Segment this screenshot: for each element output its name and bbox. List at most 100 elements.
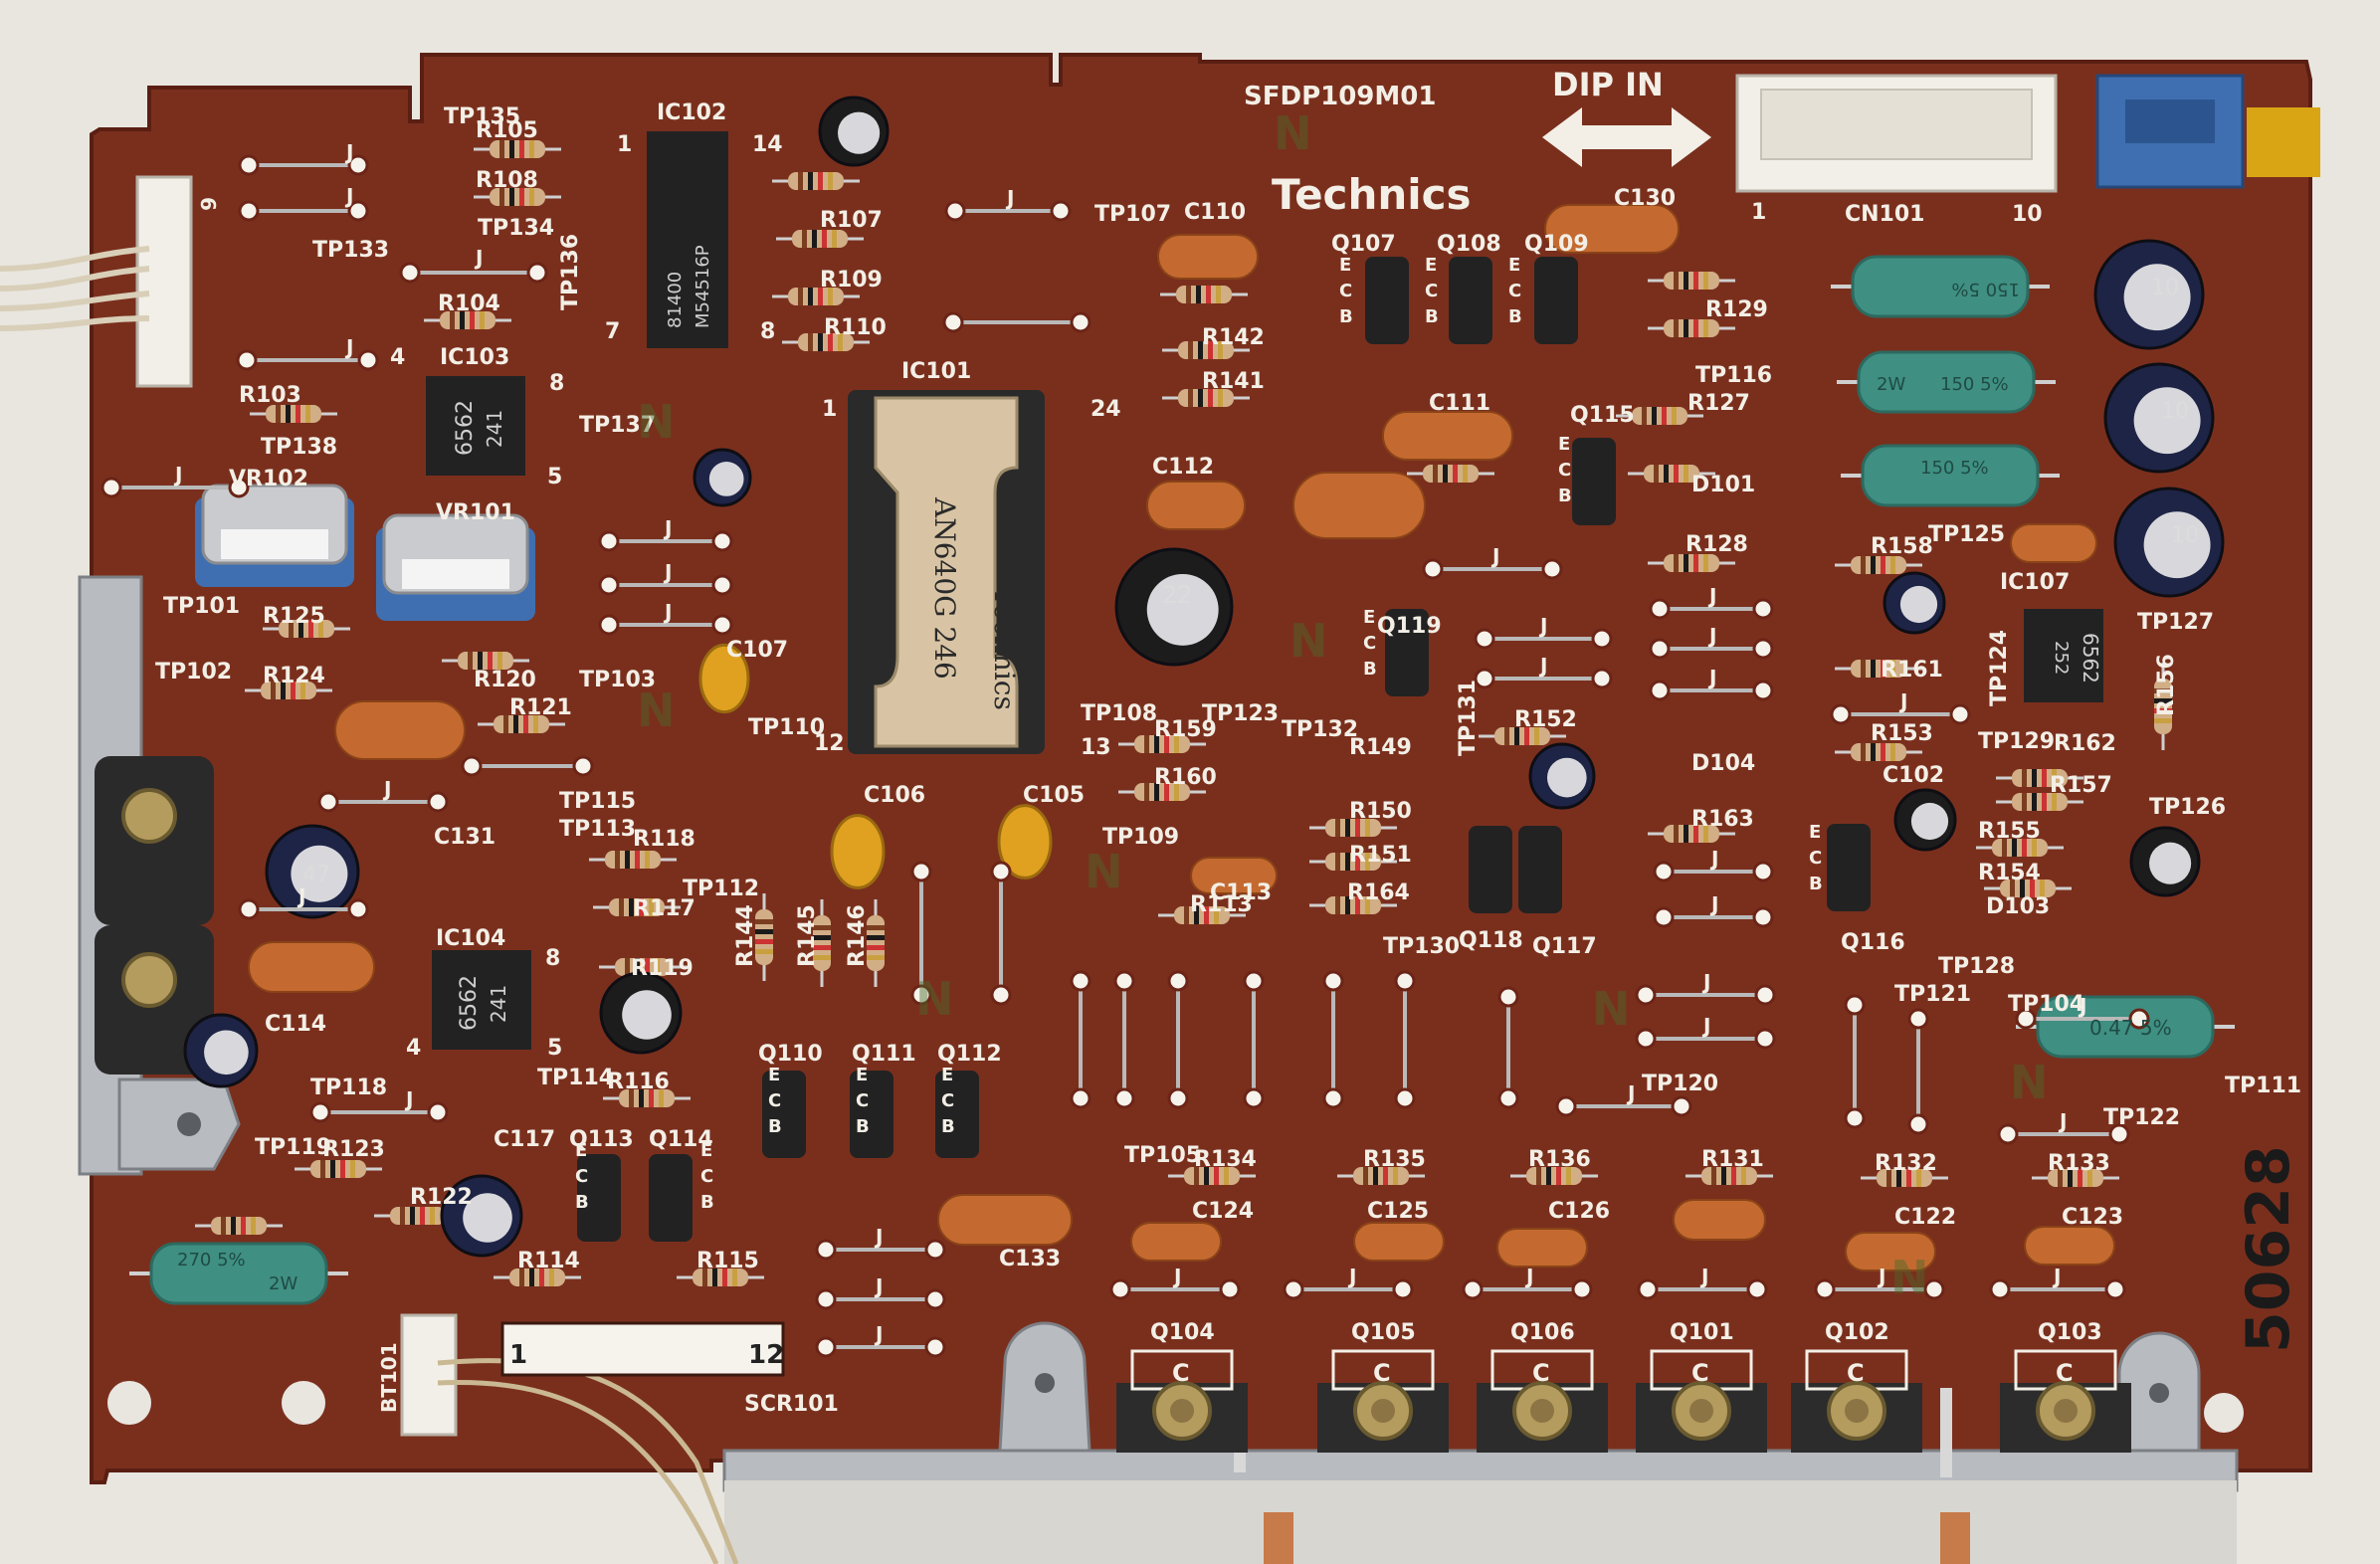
ref-label-q105: Q105 — [1351, 1320, 1416, 1345]
jumper-wire — [1497, 986, 1519, 1109]
jumper-mark: J — [344, 335, 353, 359]
resistor — [1118, 783, 1206, 801]
resistor — [478, 715, 565, 733]
ref-label-tp130: TP130 — [1383, 934, 1460, 959]
pin-letter: C — [700, 1166, 713, 1187]
ic101-part: AN640G 246 — [928, 496, 961, 680]
jumper-mark: J — [297, 884, 305, 908]
ref-label-tp111: TP111 — [2225, 1074, 2301, 1098]
ref-label-r152: R152 — [1514, 707, 1577, 732]
ic104-pin8: 8 — [545, 946, 560, 971]
jumper-mark: J — [1898, 689, 1907, 713]
jumper-wire — [309, 1101, 449, 1123]
electrolytic-capacitor — [693, 448, 752, 507]
jumper-mark: J — [344, 140, 353, 164]
ic103-pin8: 8 — [549, 371, 564, 396]
jumper-mark: J — [382, 777, 391, 801]
resistor — [1648, 272, 1735, 290]
ref-label-c113: C113 — [1210, 880, 1272, 905]
ref-label-r156: R156 — [2154, 654, 2179, 716]
bt101-connector — [400, 1313, 739, 1564]
ref-label-tp124: TP124 — [1987, 630, 2012, 706]
electrolytic-capacitor — [440, 1174, 523, 1258]
ref-label-vr101: VR101 — [436, 500, 515, 525]
capacitor-marking: 10 — [2171, 523, 2199, 548]
ref-label-c106: C106 — [864, 783, 925, 808]
ref-label-q111: Q111 — [852, 1042, 916, 1067]
resistor — [1648, 554, 1735, 572]
jumper-mark: J — [663, 600, 672, 624]
left-connector-pin6: 6 — [196, 197, 220, 211]
jumper-header — [500, 1321, 785, 1377]
ref-label-r163: R163 — [1691, 807, 1754, 832]
resistor — [1309, 896, 1397, 914]
ref-label-q108: Q108 — [1437, 232, 1501, 257]
ref-label-tp134: TP134 — [478, 216, 554, 241]
pin-letter: E — [1425, 255, 1437, 276]
pin-letter: C — [856, 1090, 869, 1111]
pin-letter: C — [1809, 848, 1822, 869]
ref-label-tp110: TP110 — [748, 715, 825, 740]
ic101-pin24: 24 — [1091, 397, 1121, 422]
jumper-wire — [1653, 906, 1774, 928]
pin-letter: C — [768, 1090, 781, 1111]
ref-label-r107: R107 — [820, 208, 883, 233]
capacitor-marking: 10 — [2161, 399, 2189, 424]
ref-label-tp101: TP101 — [163, 594, 240, 619]
ref-label-r124: R124 — [263, 664, 325, 688]
ref-label-tp103: TP103 — [579, 668, 656, 692]
ref-label-c105: C105 — [1023, 783, 1085, 808]
power-transistor: C — [1791, 1349, 1922, 1453]
ref-label-ic101l: IC101 — [901, 359, 971, 384]
ref-label-tp133: TP133 — [312, 238, 389, 263]
ref-label-r142: R142 — [1202, 325, 1265, 350]
jumper-wire — [1109, 1278, 1241, 1300]
board-part-number: SFDP109M01 — [1244, 82, 1436, 111]
ref-label-c111: C111 — [1429, 391, 1490, 416]
ref-label-q113: Q113 — [569, 1127, 634, 1152]
jumper-wire — [1997, 1123, 2130, 1145]
resistor — [782, 333, 870, 351]
transistor-tab-label: C — [1172, 1359, 1190, 1387]
ref-label-r144: R144 — [733, 904, 758, 967]
ic101-pin12: 12 — [814, 731, 845, 756]
jumper-mark: J — [1490, 544, 1499, 568]
ref-label-tp116: TP116 — [1695, 363, 1772, 388]
blue-header — [2095, 74, 2320, 189]
jumper-wire — [461, 755, 594, 777]
resistor — [603, 1089, 691, 1107]
tantalum-capacitor — [997, 804, 1053, 880]
watermark-letter: N — [1274, 106, 1312, 160]
watermark-letter: N — [1890, 1251, 1929, 1304]
film-capacitor — [334, 700, 466, 760]
ic104-line1: 6562 — [457, 975, 482, 1031]
electrolytic-capacitor — [2113, 487, 2225, 598]
pin-letter: E — [575, 1140, 587, 1161]
ref-label-r115: R115 — [696, 1249, 759, 1273]
brand-logo: Technics — [1272, 170, 1472, 219]
ref-label-c130: C130 — [1614, 186, 1676, 211]
ref-label-tp102: TP102 — [155, 660, 232, 684]
resistor — [867, 899, 885, 987]
power-resistor — [1837, 350, 2056, 414]
jumper-wire — [910, 861, 932, 1006]
resistor — [195, 1217, 283, 1235]
jumper-wire — [942, 311, 1091, 333]
resistor — [589, 851, 677, 869]
ref-label-r159: R159 — [1154, 717, 1217, 742]
ic102-line2: M54516P — [693, 245, 713, 328]
electrolytic-capacitor — [1893, 788, 1957, 852]
watermark-letter: N — [1289, 614, 1328, 668]
resistor-marking: 150 5% — [1940, 374, 2009, 395]
jumper-wire — [238, 200, 369, 222]
jumper-mark: J — [663, 560, 672, 584]
jumper-wire — [1462, 1278, 1593, 1300]
ref-label-d103: D103 — [1986, 894, 2050, 919]
jumper-wire — [815, 1336, 946, 1358]
jumper-wire — [399, 262, 548, 284]
resistor — [593, 898, 681, 916]
pin-letter: B — [856, 1116, 870, 1137]
jumper-wire — [598, 574, 733, 596]
